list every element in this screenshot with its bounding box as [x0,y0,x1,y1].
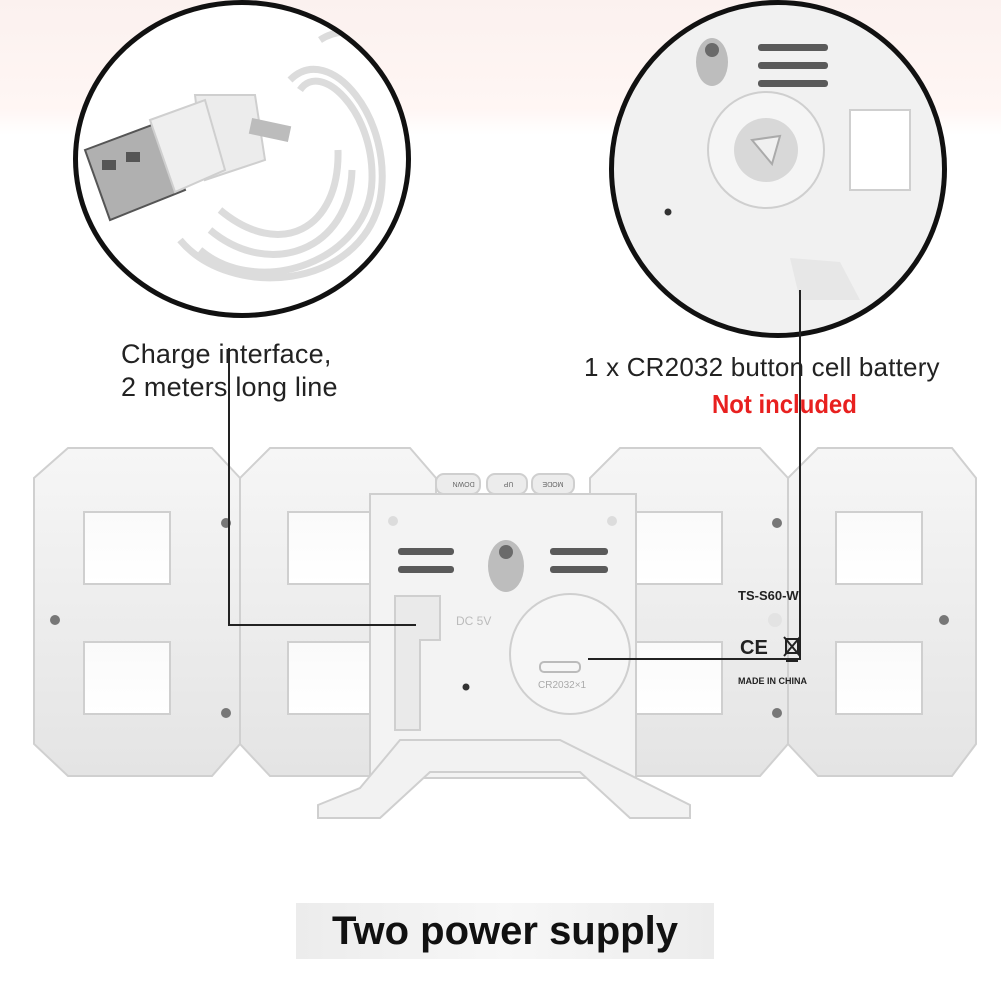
up-button-label: UP [503,480,514,487]
top-buttons [435,473,575,495]
battery-callout [609,0,947,338]
digit-windows [83,511,923,715]
digit-block-1 [33,447,241,777]
usb-cable-callout [73,0,411,318]
caption: Two power supply [332,909,678,953]
dc-rating: DC 5V [456,614,492,628]
battery-leader-vertical [799,290,801,660]
keyhole [488,540,524,592]
charge-leader-vertical [228,348,230,626]
battery-label: 1 x CR2032 button cell battery [584,352,940,382]
button-labels: MODE UP DOWN [438,480,578,487]
charge-leader-horizontal [228,624,416,626]
digit-block-4 [787,447,977,777]
battery-cover [509,593,631,715]
battery-cover-label: CR2032×1 [538,680,587,691]
made-in-label: MADE IN CHINA [738,676,807,686]
down-button-label: DOWN [452,480,475,487]
charge-interface-label: Charge interface, 2 meters long line [121,339,338,402]
stand [317,739,691,819]
battery-leader-horizontal [588,658,800,660]
model-label: TS-S60-W [738,588,799,603]
caption-background [296,903,714,959]
vent-slots [398,548,608,573]
battery-not-included-label: Not included [712,389,857,419]
mode-button-label: MODE [542,480,564,487]
ce-mark: CE [740,637,768,659]
